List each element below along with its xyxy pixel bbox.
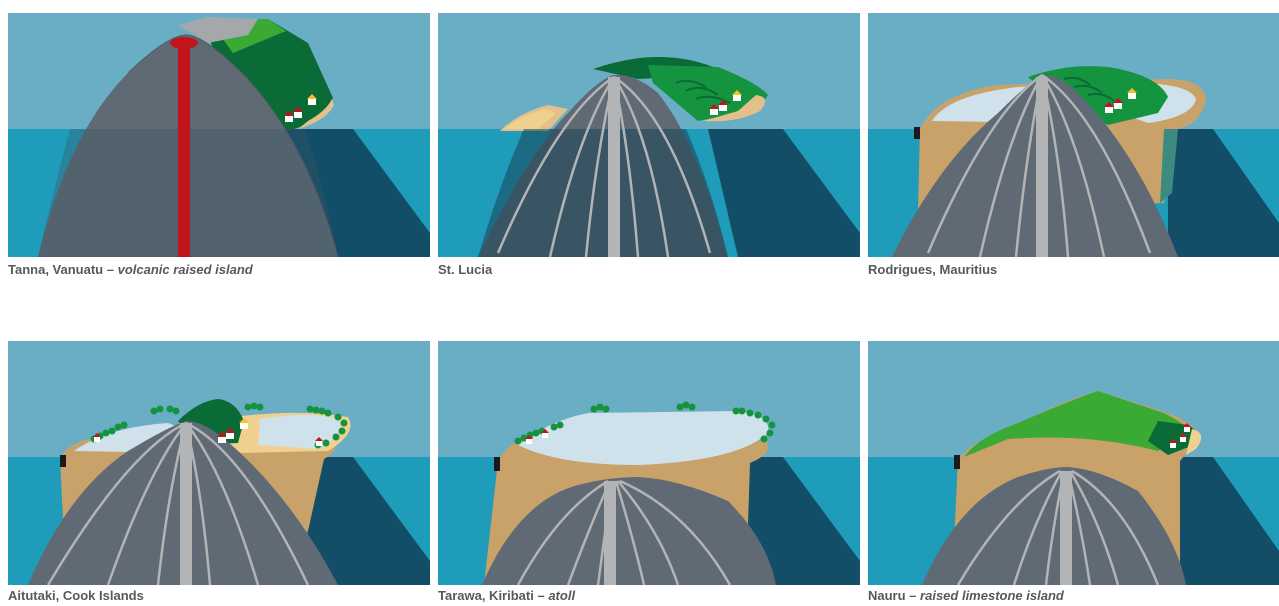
caption-aitutaki: Aitutaki, Cook Islands bbox=[8, 588, 144, 604]
caption-tarawa: Tarawa, Kiribati – atoll bbox=[438, 588, 575, 604]
conduit bbox=[1060, 471, 1072, 585]
caption-rodrigues: Rodrigues, Mauritius bbox=[868, 262, 997, 278]
caption-stlucia-name: St. Lucia bbox=[438, 262, 492, 277]
caption-tanna-name: Tanna, Vanuatu bbox=[8, 262, 103, 277]
caption-rodrigues-name: Rodrigues, Mauritius bbox=[868, 262, 997, 277]
caption-tanna-type: volcanic raised island bbox=[118, 262, 253, 277]
caption-nauru-type: raised limestone island bbox=[920, 588, 1064, 603]
conduit bbox=[604, 481, 616, 585]
caption-tanna: Tanna, Vanuatu – volcanic raised island bbox=[8, 262, 253, 278]
panel-tarawa bbox=[438, 341, 860, 585]
panel-stlucia bbox=[438, 13, 860, 257]
conduit bbox=[180, 423, 192, 585]
panel-rodrigues bbox=[868, 13, 1279, 257]
caption-tarawa-name: Tarawa, Kiribati bbox=[438, 588, 534, 603]
caption-tarawa-type: atoll bbox=[548, 588, 575, 603]
stlucia-illustration bbox=[438, 13, 860, 257]
panel-aitutaki bbox=[8, 341, 430, 585]
conduit bbox=[608, 77, 620, 257]
caption-tarawa-sep: – bbox=[537, 588, 544, 603]
aitutaki-illustration bbox=[8, 341, 430, 585]
rodrigues-illustration bbox=[868, 13, 1279, 257]
panel-nauru bbox=[868, 341, 1279, 585]
caption-nauru: Nauru – raised limestone island bbox=[868, 588, 1064, 604]
caption-stlucia: St. Lucia bbox=[438, 262, 492, 278]
nauru-illustration bbox=[868, 341, 1279, 585]
conduit bbox=[1036, 77, 1048, 257]
caption-aitutaki-name: Aitutaki, Cook Islands bbox=[8, 588, 144, 603]
lava-crater bbox=[170, 37, 198, 49]
caption-nauru-name: Nauru bbox=[868, 588, 906, 603]
panel-tanna bbox=[8, 13, 430, 257]
lava-conduit bbox=[178, 41, 190, 257]
tanna-illustration bbox=[8, 13, 430, 257]
tarawa-illustration bbox=[438, 341, 860, 585]
caption-nauru-sep: – bbox=[909, 588, 916, 603]
caption-tanna-sep: – bbox=[107, 262, 114, 277]
